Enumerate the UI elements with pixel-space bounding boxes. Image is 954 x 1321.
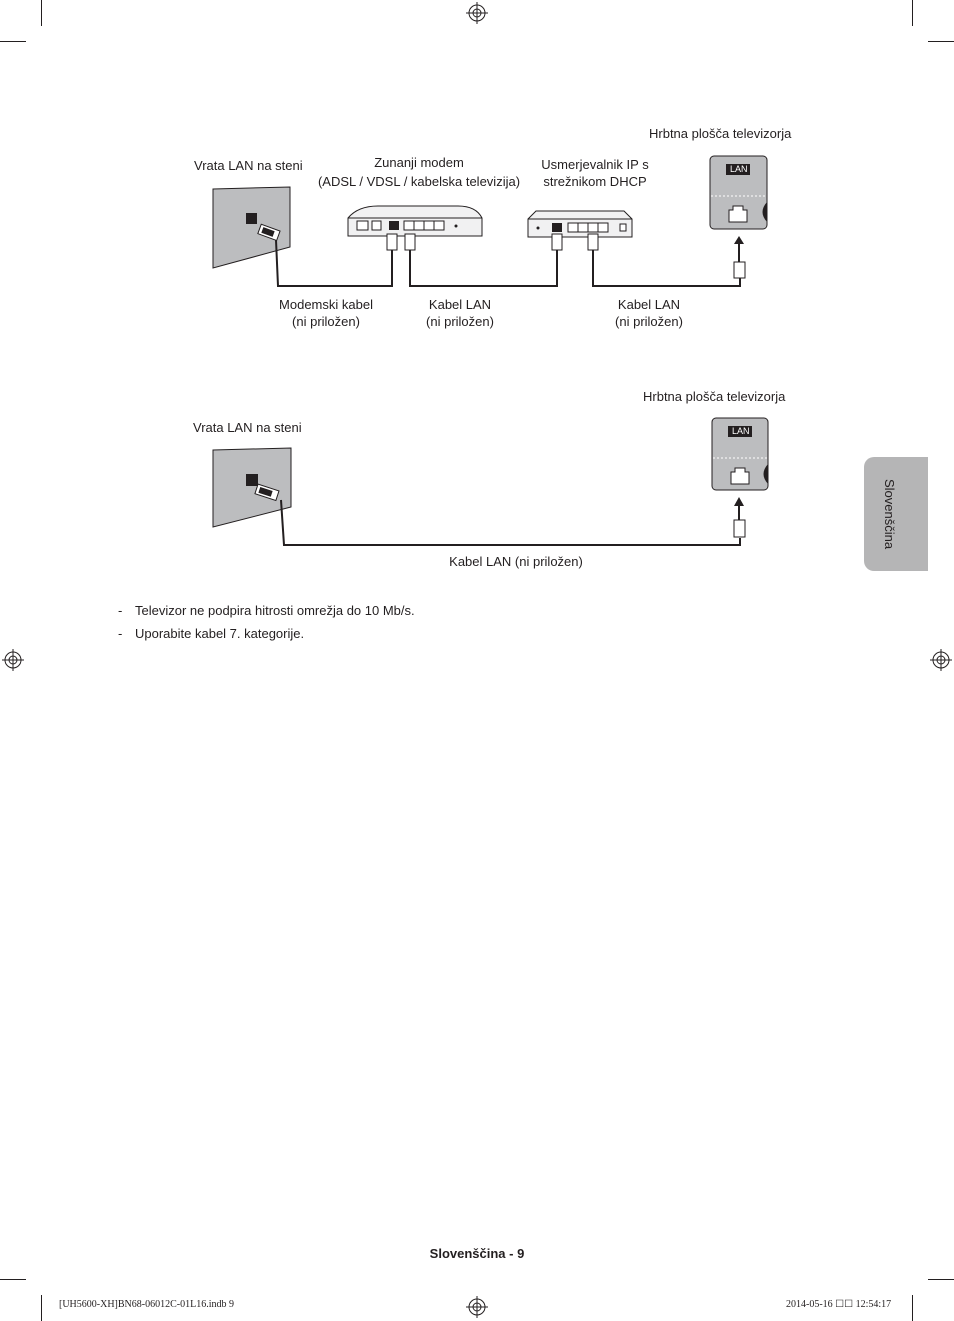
router-label-detail: strežnikom DHCP [543, 174, 647, 189]
wall-port-label: Vrata LAN na steni [193, 420, 302, 435]
registration-mark-icon [930, 649, 952, 671]
note-text: Uporabite kabel 7. kategorije. [135, 626, 305, 641]
wall-port-label: Vrata LAN na steni [194, 158, 303, 173]
note-item: -Uporabite kabel 7. kategorije. [118, 626, 304, 641]
lan-cable-label: Kabel LAN (ni priložen) [449, 554, 583, 569]
note-bullet: - [118, 626, 123, 641]
crop-mark [912, 0, 913, 26]
lan-cable-label: Kabel LAN [617, 297, 681, 312]
tv-panel-label: Hrbtna plošča televizorja [643, 389, 786, 404]
note-item: -Televizor ne podpira hitrosti omrežja d… [118, 603, 415, 618]
crop-mark [0, 41, 26, 42]
crop-mark [928, 41, 954, 42]
wall-lan-port-icon [246, 474, 258, 486]
router-device-icon [527, 210, 633, 238]
wall-lan-port-icon [246, 213, 257, 224]
registration-mark-icon [2, 649, 24, 671]
crop-mark [0, 1279, 26, 1280]
lan-badge: LAN [730, 164, 748, 174]
tv-back-panel-icon [709, 155, 768, 230]
language-side-tab: Slovenščina [864, 457, 928, 571]
cable-lines [275, 239, 741, 287]
lan-cable-label: Kabel LAN [428, 297, 492, 312]
modem-label: Zunanji modem [374, 155, 464, 170]
print-slug-timestamp: 2014-05-16 ☐☐ 12:54:17 [786, 1299, 892, 1310]
router-label: Usmerjevalnik IP s [541, 157, 649, 172]
lan-cable-note: (ni priložen) [615, 314, 683, 329]
modem-cable-label: Modemski kabel [279, 297, 373, 312]
lan-cable-note: (ni priložen) [426, 314, 494, 329]
cable-plug-icon [733, 519, 746, 538]
crop-mark [41, 1295, 42, 1321]
modem-cable-note: (ni priložen) [292, 314, 360, 329]
wall-plate [212, 447, 292, 528]
print-slug-file: [UH5600-XH]BN68-06012C-01L16.indb 9 [59, 1299, 234, 1310]
registration-mark-icon [466, 2, 488, 24]
wall-cable-plug-icon [254, 483, 280, 502]
wall-cable-plug-icon [257, 223, 281, 242]
modem-label-detail: (ADSL / VDSL / kabelska televizija) [317, 174, 521, 189]
modem-device-icon [347, 205, 483, 237]
arrow-up-icon [734, 236, 744, 244]
lan-badge: LAN [732, 426, 750, 436]
crop-mark [912, 1295, 913, 1321]
page-number: Slovenščina - 9 [429, 1246, 525, 1261]
language-side-tab-label: Slovenščina [882, 479, 897, 550]
arrow-up-icon [734, 497, 744, 506]
wall-plate [212, 186, 291, 269]
tv-back-panel-icon [711, 417, 769, 491]
registration-mark-icon [466, 1296, 488, 1318]
cable-line [280, 499, 741, 546]
crop-mark [928, 1279, 954, 1280]
crop-mark [41, 0, 42, 26]
note-text: Televizor ne podpira hitrosti omrežja do… [135, 603, 415, 618]
note-bullet: - [118, 603, 123, 618]
tv-panel-label: Hrbtna plošča televizorja [649, 126, 792, 141]
